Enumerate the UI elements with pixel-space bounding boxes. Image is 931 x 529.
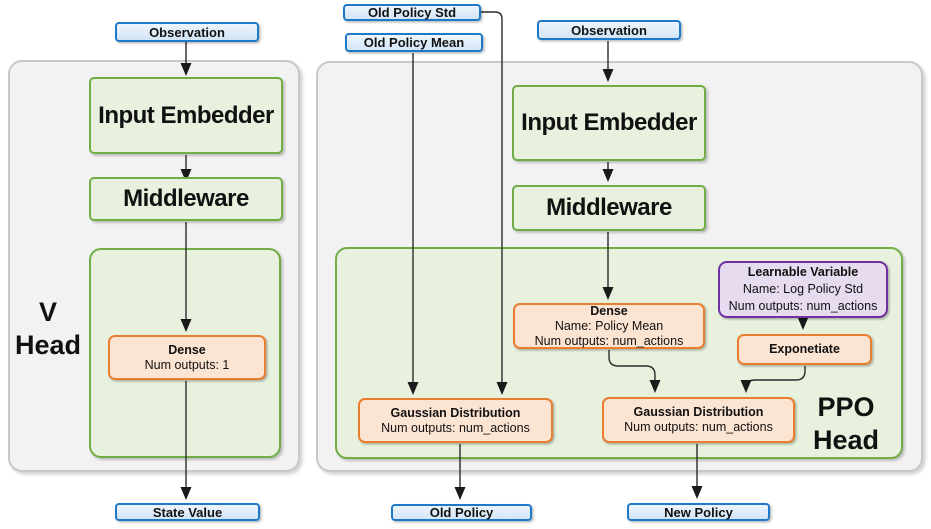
node-outputs: Num outputs: 1 — [144, 357, 230, 372]
node-outputs: Num outputs: num_actions — [534, 333, 684, 348]
v-head-label-line1: V — [38, 297, 57, 327]
input-embedder-node-right: Input Embedder — [512, 85, 706, 161]
dense-node-left: Dense Num outputs: 1 — [108, 335, 266, 380]
node-name: Name: Policy Mean — [554, 318, 664, 333]
node-title: Gaussian Distribution — [390, 405, 521, 420]
node-label: Middleware — [546, 194, 672, 221]
arrow-exponetiate-to-gaussian-new — [740, 366, 806, 393]
node-label: Old Policy Std — [367, 5, 457, 20]
arrow-dense-to-gaussian-new — [608, 350, 661, 393]
v-head-label-line2: Head — [14, 330, 82, 360]
observation-node-right: Observation — [537, 20, 681, 40]
node-outputs: Num outputs: num_actions — [381, 420, 530, 435]
exponetiate-node: Exponetiate — [737, 334, 872, 365]
node-outputs: Num outputs: num_actions — [728, 299, 878, 313]
node-label: New Policy — [664, 504, 733, 520]
node-title: Gaussian Distribution — [633, 405, 764, 419]
node-label: Observation — [149, 24, 225, 40]
node-label: Old Policy Mean — [363, 35, 465, 50]
node-label: Observation — [571, 22, 647, 38]
middleware-node-right: Middleware — [512, 185, 706, 231]
node-title: Learnable Variable — [747, 265, 859, 279]
node-label: Old Policy — [429, 505, 494, 520]
learnable-variable-node: Learnable Variable Name: Log Policy Std … — [718, 261, 888, 318]
state-value-node: State Value — [115, 503, 260, 521]
arrow-old-policy-std-to-gaussian — [481, 11, 508, 395]
node-title: Dense — [168, 342, 206, 357]
observation-node-left: Observation — [115, 22, 259, 42]
node-name: Name: Log Policy Std — [742, 282, 864, 296]
ppo-head-label-line1: PPO — [817, 392, 875, 422]
node-outputs: Num outputs: num_actions — [624, 420, 773, 434]
new-policy-node: New Policy — [627, 503, 770, 521]
old-policy-node: Old Policy — [391, 504, 532, 521]
gaussian-distribution-old-node: Gaussian Distribution Num outputs: num_a… — [358, 398, 553, 443]
ppo-head-label: PPO Head — [798, 391, 894, 457]
node-label: Exponetiate — [769, 342, 840, 356]
old-policy-mean-node: Old Policy Mean — [345, 33, 483, 52]
middleware-node-left: Middleware — [89, 177, 283, 221]
node-label: Input Embedder — [98, 101, 274, 129]
node-label: Input Embedder — [521, 109, 697, 136]
old-policy-std-node: Old Policy Std — [343, 4, 481, 21]
v-head-label: V Head — [8, 296, 88, 362]
ppo-head-label-line2: Head — [812, 425, 880, 455]
node-label: State Value — [152, 504, 223, 520]
gaussian-distribution-new-node: Gaussian Distribution Num outputs: num_a… — [602, 397, 795, 443]
dense-node-right: Dense Name: Policy Mean Num outputs: num… — [513, 303, 705, 349]
node-title: Dense — [590, 303, 628, 318]
node-label: Middleware — [123, 185, 249, 212]
input-embedder-node-left: Input Embedder — [89, 77, 283, 154]
